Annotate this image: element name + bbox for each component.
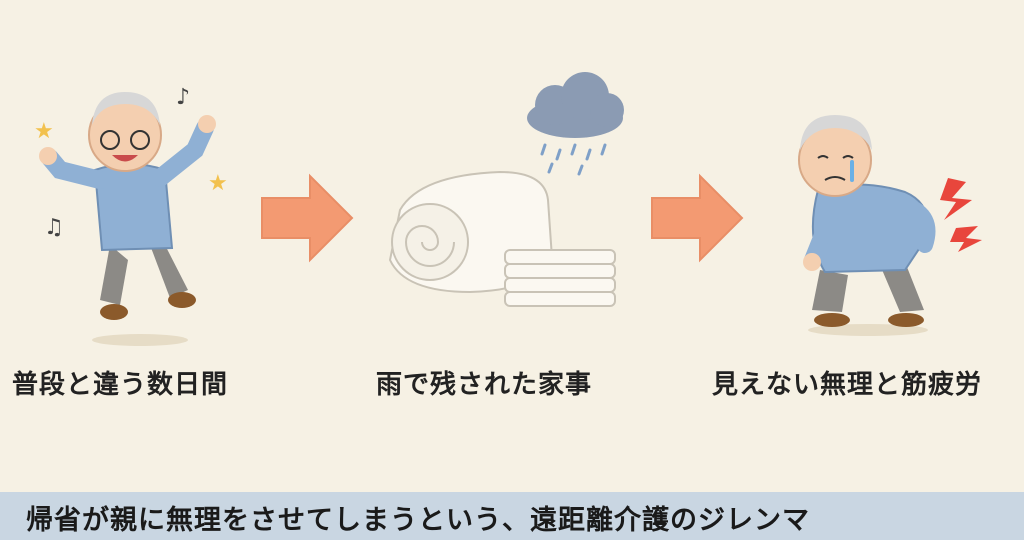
rain-cloud-icon xyxy=(527,72,624,176)
caption-bar xyxy=(0,492,1024,540)
panel-label-3: 見えない無理と筋疲労 xyxy=(712,370,983,400)
star-icon: ★ xyxy=(34,119,54,144)
arrow-right-icon xyxy=(261,173,354,263)
star-icon: ★ xyxy=(208,171,228,196)
lightning-icon xyxy=(940,178,972,220)
tired-elderly-man-back-pain-icon xyxy=(798,115,982,336)
music-note-icon: ♫ xyxy=(44,215,64,240)
futon-and-rain-cloud-icon xyxy=(388,72,624,307)
music-note-icon: ♪ xyxy=(176,85,190,110)
caption-text: 帰省が親に無理をさせてしまうという、遠距離介護のジレンマ xyxy=(26,505,810,536)
lightning-icon xyxy=(950,226,982,252)
panel-label-1: 普段と違う数日間 xyxy=(12,370,229,400)
panel-label-2: 雨で残された家事 xyxy=(376,370,593,400)
jumping-elderly-man-icon: ★ ★ ♪ ♫ xyxy=(34,85,228,346)
arrow-right-icon xyxy=(651,173,744,263)
